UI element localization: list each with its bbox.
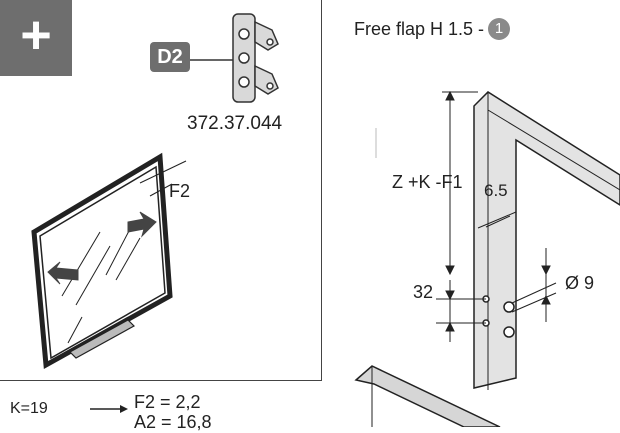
edge-dimension-label: 6.5: [484, 181, 508, 200]
plus-icon[interactable]: +: [0, 0, 72, 76]
part-number: 372.37.044: [187, 113, 283, 134]
gap-label: F2: [169, 181, 191, 201]
cabinet-section-illustration: [354, 91, 620, 427]
hinge-bracket-illustration: [232, 13, 279, 103]
spacing-dimension-label: 32: [413, 282, 434, 302]
connector-label: D2: [150, 42, 190, 72]
height-dimension-label: Z +K -F1: [392, 172, 463, 192]
hole-diameter-label: Ø 9: [565, 273, 595, 293]
diagram-title-text: Free flap H 1.5 -: [354, 18, 485, 39]
k-value: K=19: [10, 400, 48, 417]
f2-value: F2 = 2,2: [134, 392, 201, 412]
glass-door-illustration: [31, 152, 187, 370]
diagram-title: Free flap H 1.5 - 1: [354, 18, 511, 40]
step-badge: 1: [488, 18, 511, 40]
a2-value: A2 = 16,8: [134, 412, 212, 432]
left-panel-frame: [0, 0, 322, 381]
dimension-lines: [375, 90, 557, 342]
